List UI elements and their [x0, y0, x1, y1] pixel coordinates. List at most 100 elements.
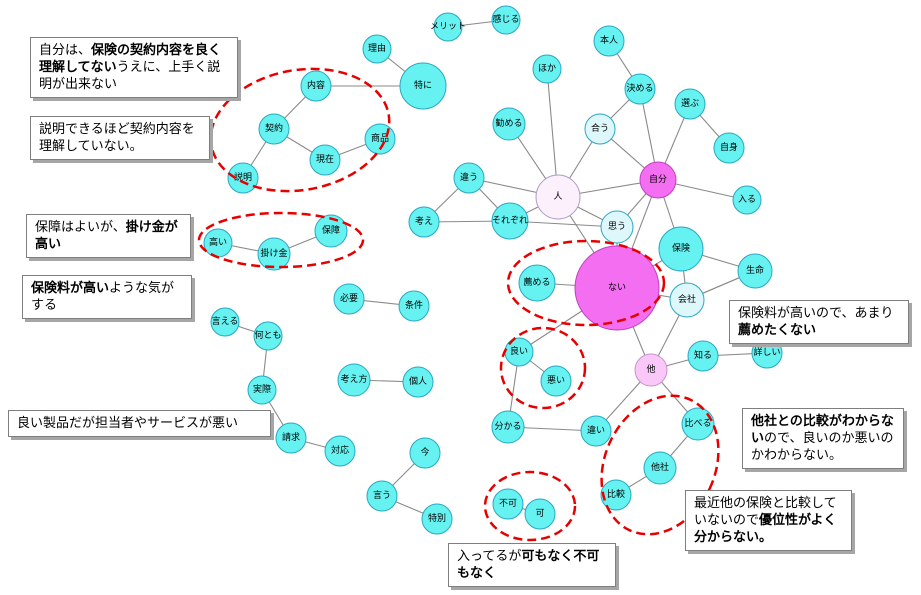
node-circle-chigai — [580, 415, 612, 447]
callout-text-segment: ので、良いのか悪いのかわからない。 — [751, 431, 894, 463]
node-label-ta: 他 — [646, 363, 655, 375]
node-circle-taiou — [324, 435, 356, 467]
node-label-naiyou: 内容 — [307, 79, 325, 91]
node-label-genzai: 現在 — [316, 153, 334, 165]
callout-text-segment: 保障はよいが、 — [35, 220, 126, 235]
callout-text-segment: 保険料が高い — [31, 281, 110, 296]
callout-text-segment: 最近他の保険と比較していないので — [694, 496, 837, 528]
node-circle-kuraberu — [681, 407, 715, 441]
node-circle-au — [584, 113, 616, 145]
node-label-ima: 今 — [420, 446, 429, 458]
node-ta: 他 — [634, 353, 668, 387]
node-label-chigau: 違う — [460, 171, 478, 183]
callout-c3: 保障はよいが、掛け金が高い — [26, 214, 191, 258]
node-hairu: 入る — [732, 185, 762, 215]
node-circle-merit — [433, 12, 463, 42]
node-circle-sorezore — [491, 202, 529, 240]
node-label-kojin: 個人 — [409, 375, 427, 387]
callout-c8: 最近他の保険と比較していないので優位性がよく分からない。 — [685, 490, 852, 551]
node-label-chigai: 違い — [587, 424, 605, 436]
highlight-ellipse-1 — [209, 67, 391, 193]
node-label-seikyuu: 請求 — [282, 431, 300, 443]
callout-c2: 説明できるほど契約内容を理解していない。 — [30, 116, 210, 160]
callout-text-segment: 可もなく不可もなく — [457, 549, 600, 581]
node-hikaku: 比較 — [600, 479, 632, 511]
node-label-merit: メリット — [430, 22, 466, 32]
node-label-nantomo: 何とも — [254, 329, 281, 341]
node-label-hitsuyou: 必要 — [340, 292, 358, 304]
node-yoi: 良い — [504, 337, 534, 367]
callout-text-segment: 保険料が高いので、あまり — [738, 306, 894, 321]
callout-text-segment: 説明できるほど契約内容を理解していない。 — [39, 122, 195, 154]
node-ima: 今 — [409, 437, 441, 469]
callout-text-segment: 優位性がよく分からない。 — [694, 513, 837, 545]
node-circle-ta — [634, 353, 668, 387]
callout-c5: 良い製品だが担当者やサービスが悪い — [8, 410, 271, 437]
node-label-kanjiru: 感じる — [492, 13, 519, 25]
node-kangaekata: 考え方 — [337, 363, 371, 397]
node-riyuu: 理由 — [362, 34, 392, 64]
node-circle-susumeru2 — [518, 264, 556, 302]
node-au: 合う — [584, 113, 616, 145]
callout-c1: 自分は、保険の契約内容を良く理解してないうえに、上手く説明が出来ない — [30, 37, 238, 98]
node-circle-kimeru — [624, 73, 656, 105]
node-circle-hoken — [658, 226, 704, 272]
node-layer: メリット感じる理由特に内容契約商品現在説明ほか本人決める選ぶ勧める合う自身違う人… — [203, 5, 783, 535]
node-label-takai: 高い — [209, 236, 227, 248]
highlight-ellipse-5 — [600, 394, 720, 536]
node-label-jissai: 実際 — [253, 383, 271, 395]
node-kangae: 考え — [408, 206, 440, 238]
node-iu: 言う — [366, 480, 398, 512]
node-sorezore: それぞれ — [491, 202, 529, 240]
node-circle-seikyuu — [275, 422, 307, 454]
node-label-susumeru2: 薦める — [523, 276, 550, 288]
node-circle-nantomo — [253, 321, 283, 351]
node-label-tokubetsu: 特別 — [428, 512, 446, 524]
node-kimeru: 決める — [624, 73, 656, 105]
node-circle-fuka — [492, 488, 524, 520]
node-circle-nai — [574, 245, 660, 331]
node-setsumei: 説明 — [227, 162, 259, 194]
node-seikyuu: 請求 — [275, 422, 307, 454]
node-circle-susumeru — [492, 107, 526, 141]
node-circle-hoka — [532, 54, 562, 84]
highlight-ellipse-3 — [506, 239, 666, 327]
node-label-kangae: 考え — [415, 216, 433, 227]
node-hoka: ほか — [532, 54, 562, 84]
node-label-hikaku: 比較 — [607, 488, 625, 500]
node-circle-kakekin — [257, 237, 291, 271]
node-shiru: 知る — [687, 340, 719, 372]
node-kakekin: 掛け金 — [257, 237, 291, 271]
node-kaisha: 会社 — [669, 282, 705, 318]
node-label-shiru: 知る — [694, 349, 712, 361]
highlight-ellipse-2 — [197, 211, 365, 269]
node-label-setsumei: 説明 — [234, 171, 252, 183]
node-kojin: 個人 — [402, 366, 434, 398]
node-chigai: 違い — [580, 415, 612, 447]
node-kuwashii: 詳しい — [751, 337, 783, 369]
highlight-ellipse-6 — [483, 470, 577, 542]
node-circle-chigau — [453, 162, 485, 194]
node-circle-kaisha — [669, 282, 705, 318]
node-circle-honnin — [593, 25, 625, 57]
node-label-jibun: 自分 — [649, 173, 667, 185]
node-circle-hairu — [732, 185, 762, 215]
node-circle-hoshou — [314, 214, 348, 248]
node-label-erabu: 選ぶ — [681, 98, 699, 109]
node-label-kuwashii: 詳しい — [753, 346, 780, 358]
node-circle-ieru — [210, 307, 240, 337]
node-label-riyuu: 理由 — [368, 42, 386, 54]
node-erabu: 選ぶ — [674, 88, 706, 120]
node-circle-ka — [524, 498, 556, 530]
node-jibun: 自分 — [639, 161, 677, 199]
node-circle-omou — [600, 210, 634, 244]
node-hoken: 保険 — [658, 226, 704, 272]
node-circle-genzai — [309, 144, 341, 176]
node-circle-wakaru — [491, 410, 525, 444]
node-label-nai: ない — [608, 282, 626, 293]
node-jissai: 実際 — [247, 375, 277, 405]
node-circle-iu — [366, 480, 398, 512]
node-label-iu: 言う — [373, 489, 391, 501]
